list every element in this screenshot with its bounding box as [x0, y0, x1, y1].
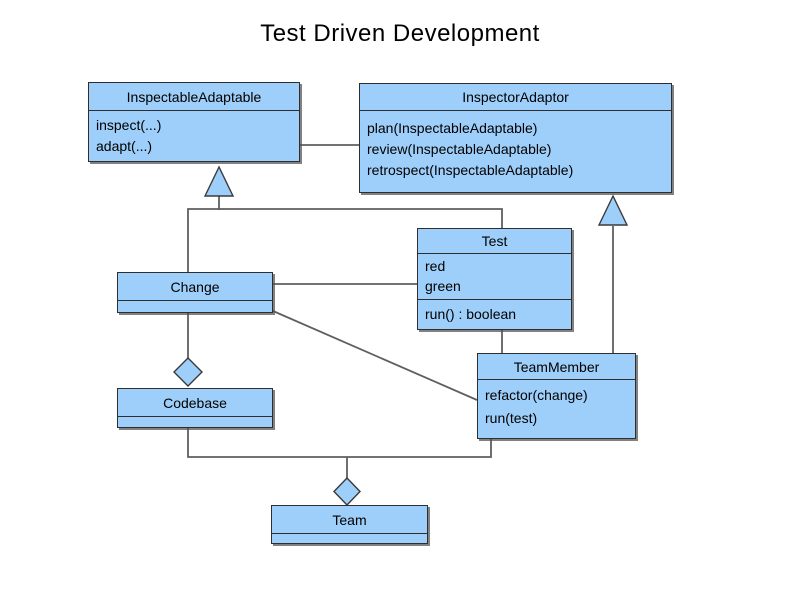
class-name: Codebase	[118, 389, 272, 417]
operation: run(test)	[485, 410, 538, 426]
attribute: green	[425, 278, 461, 294]
class-box-test: Test red green run() : boolean	[417, 228, 572, 330]
operations-compartment: run() : boolean	[418, 300, 571, 329]
aggregation-diamond-icon	[173, 357, 203, 387]
class-name: Test	[418, 229, 571, 254]
operations-compartment: inspect(...) adapt(...)	[89, 111, 299, 157]
operation: adapt(...)	[96, 138, 153, 154]
operations-compartment: plan(InspectableAdaptable) review(Inspec…	[360, 111, 671, 181]
operation: inspect(...)	[96, 117, 162, 133]
attribute: red	[425, 258, 446, 274]
class-name: Team	[272, 506, 427, 534]
operation: refactor(change)	[485, 387, 588, 403]
aggregation-diamond-icon	[333, 476, 361, 507]
diagram-title: Test Driven Development	[260, 20, 540, 47]
class-box-change: Change	[117, 272, 273, 313]
empty-compartment	[118, 417, 272, 427]
generalization-arrowhead-icon	[203, 165, 235, 197]
class-box-codebase: Codebase	[117, 388, 273, 428]
class-box-team-member: TeamMember refactor(change) run(test)	[477, 353, 636, 439]
generalization-line-change-test-to-inspectable	[187, 208, 503, 272]
class-name: InspectableAdaptable	[89, 83, 299, 111]
class-name: InspectorAdaptor	[360, 84, 671, 111]
operation: run() : boolean	[425, 306, 517, 322]
generalization-arrowhead-icon	[597, 194, 629, 226]
class-name: Change	[118, 273, 272, 301]
operation: retrospect(InspectableAdaptable)	[367, 162, 574, 178]
class-box-team: Team	[271, 505, 428, 544]
class-box-inspector-adaptor: InspectorAdaptor plan(InspectableAdaptab…	[359, 83, 672, 193]
operation: review(InspectableAdaptable)	[367, 141, 552, 157]
aggregation-line-codebase-teammember-to-team	[187, 428, 492, 458]
attributes-compartment: red green	[418, 254, 571, 300]
association-line-change-teammember	[272, 310, 478, 401]
class-box-inspectable-adaptable: InspectableAdaptable inspect(...) adapt(…	[88, 82, 300, 162]
class-name: TeamMember	[478, 354, 635, 380]
empty-compartment	[272, 534, 427, 543]
operation: plan(InspectableAdaptable)	[367, 120, 538, 136]
operations-compartment: refactor(change) run(test)	[478, 380, 635, 430]
empty-compartment	[118, 301, 272, 312]
